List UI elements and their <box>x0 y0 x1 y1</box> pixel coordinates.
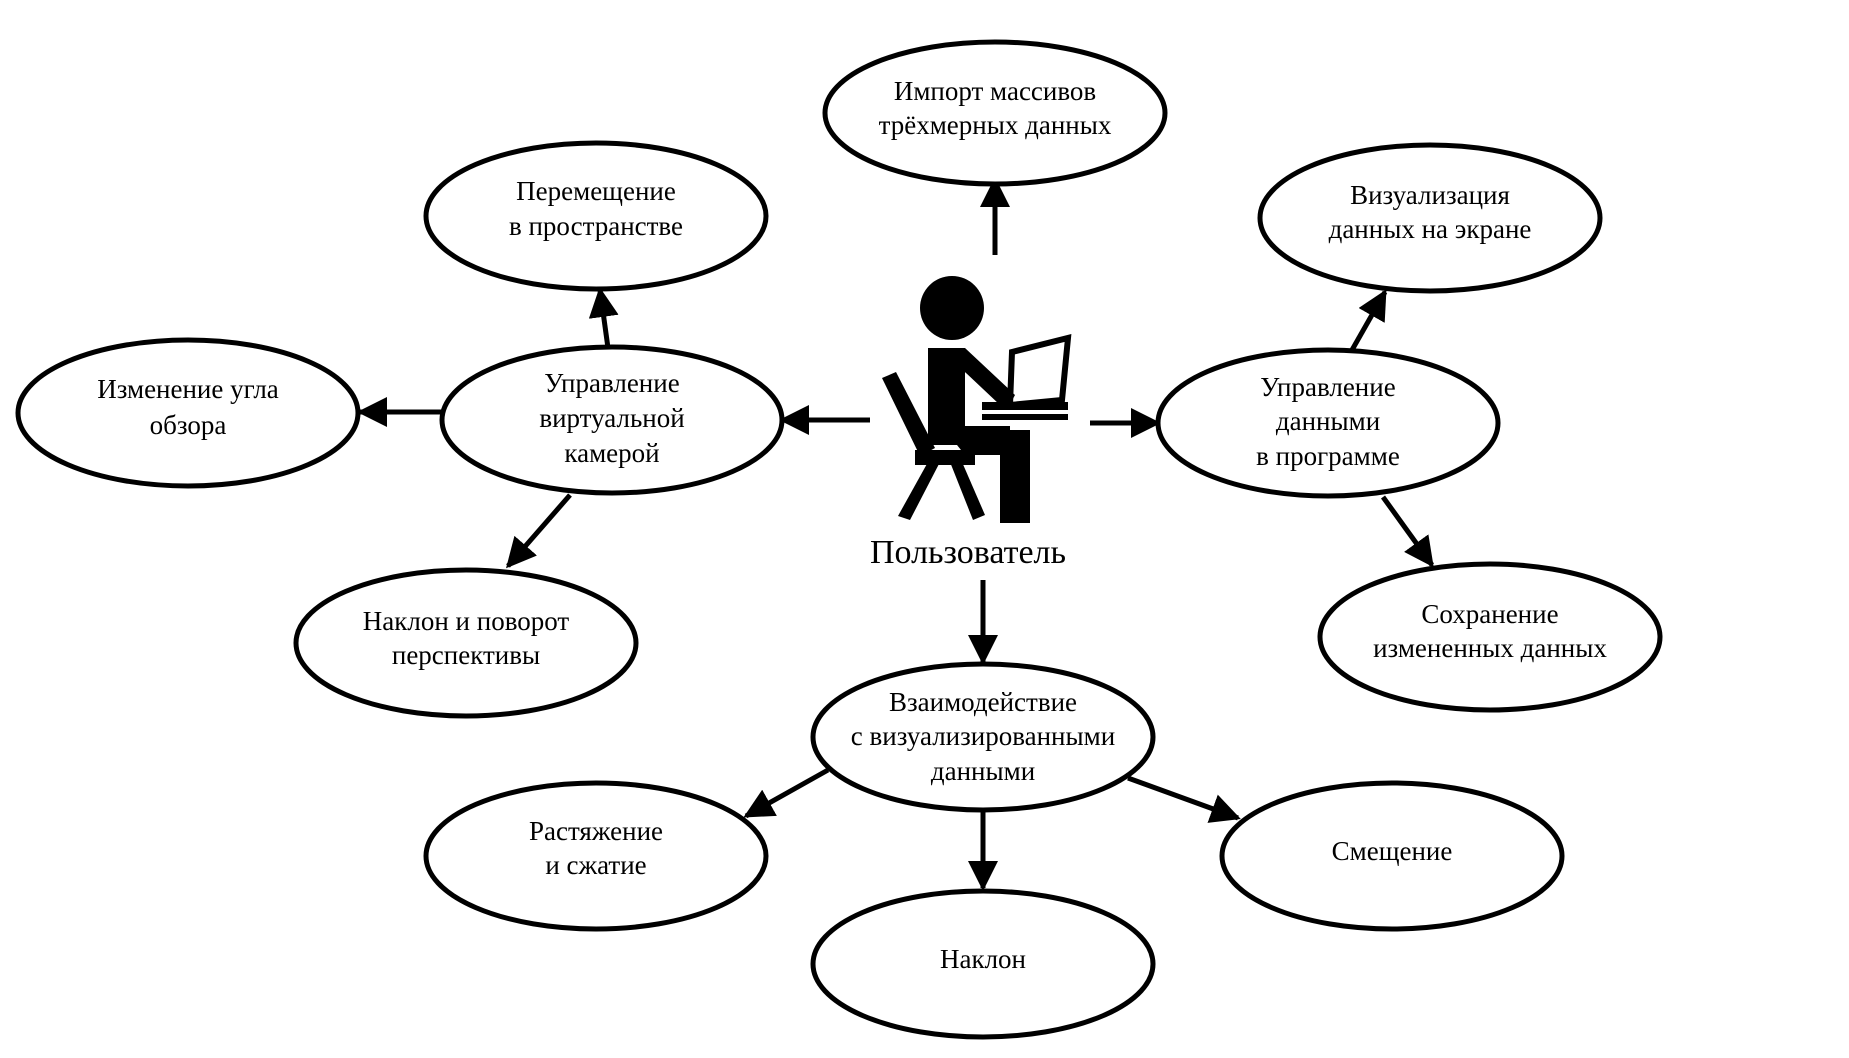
node-camera-control-line-2: виртуальной <box>539 403 684 433</box>
node-import-3d-line-2: трёхмерных данных <box>879 110 1112 140</box>
node-stretch-compress-line-1: Растяжение <box>529 816 663 846</box>
arrow-camera-to-tilt-rotate <box>506 493 572 569</box>
node-tilt-rotate-perspective-line-2: перспективы <box>392 640 540 670</box>
svg-text:виртуальной: виртуальной <box>539 403 684 433</box>
arrow-interaction-to-stretch <box>743 767 830 819</box>
node-visualization-line-1: Визуализация <box>1350 180 1510 210</box>
svg-text:с визуализированными: с визуализированными <box>851 721 1115 751</box>
svg-text:камерой: камерой <box>564 438 659 468</box>
user-at-computer-icon <box>882 276 1072 523</box>
node-change-view-angle-line-2: обзора <box>150 410 227 440</box>
node-data-control-line-3: в программе <box>1256 441 1400 471</box>
svg-text:Управление: Управление <box>544 368 679 398</box>
node-move-in-space-line-2: в пространстве <box>509 211 683 241</box>
node-tilt-rotate-perspective-line-1: Наклон и поворот <box>363 606 570 636</box>
arrow-interaction-to-shift <box>1127 775 1241 823</box>
svg-text:Смещение: Смещение <box>1332 836 1453 866</box>
node-stretch-compress: Растяжение и сжатие <box>423 780 769 932</box>
svg-text:Взаимодействие: Взаимодействие <box>889 687 1077 717</box>
svg-text:Управление: Управление <box>1260 372 1395 402</box>
node-data-control: Управление данными в программе <box>1155 347 1501 499</box>
svg-text:перспективы: перспективы <box>392 640 540 670</box>
node-tilt: Наклон <box>810 888 1156 1040</box>
node-interaction-line-1: Взаимодействие <box>889 687 1077 717</box>
svg-text:Наклон: Наклон <box>940 944 1026 974</box>
svg-text:Перемещение: Перемещение <box>516 176 676 206</box>
svg-text:измененных данных: измененных данных <box>1373 633 1607 663</box>
node-stretch-compress-line-2: и сжатие <box>545 850 646 880</box>
svg-text:в программе: в программе <box>1256 441 1400 471</box>
svg-text:данными: данными <box>931 756 1035 786</box>
svg-text:данных на экране: данных на экране <box>1329 214 1532 244</box>
svg-text:обзора: обзора <box>150 410 227 440</box>
node-tilt-line-1: Наклон <box>940 944 1026 974</box>
node-import-3d-line-1: Импорт массивов <box>894 76 1096 106</box>
node-move-in-space: Перемещение в пространстве <box>423 140 769 292</box>
svg-text:Импорт массивов: Импорт массивов <box>894 76 1096 106</box>
node-save-data: Сохранение измененных данных <box>1317 561 1663 713</box>
node-visualization-line-2: данных на экране <box>1329 214 1532 244</box>
node-save-data-line-2: измененных данных <box>1373 633 1607 663</box>
svg-text:Сохранение: Сохранение <box>1421 599 1558 629</box>
node-camera-control-line-3: камерой <box>564 438 659 468</box>
node-data-control-line-2: данными <box>1276 406 1380 436</box>
arrow-data-to-visualization <box>1349 289 1388 352</box>
arrows <box>357 177 1435 891</box>
node-import-3d: Импорт массивов трёхмерных данных <box>822 39 1168 187</box>
node-shift-line-1: Смещение <box>1332 836 1453 866</box>
node-visualization: Визуализация данных на экране <box>1257 142 1603 294</box>
svg-text:Наклон и поворот: Наклон и поворот <box>363 606 570 636</box>
svg-text:Визуализация: Визуализация <box>1350 180 1510 210</box>
node-change-view-angle: Изменение угла обзора <box>15 337 361 489</box>
node-shift: Смещение <box>1219 780 1565 932</box>
svg-text:и сжатие: и сжатие <box>545 850 646 880</box>
svg-text:Растяжение: Растяжение <box>529 816 663 846</box>
node-move-in-space-line-1: Перемещение <box>516 176 676 206</box>
node-change-view-angle-line-1: Изменение угла <box>97 374 279 404</box>
node-interaction-line-2: с визуализированными <box>851 721 1115 751</box>
node-camera-control-line-1: Управление <box>544 368 679 398</box>
svg-text:в пространстве: в пространстве <box>509 211 683 241</box>
node-camera-control: Управление виртуальной камерой <box>439 344 785 496</box>
user-label: Пользователь <box>870 534 1066 571</box>
arrow-camera-to-move <box>588 287 619 349</box>
node-data-control-line-1: Управление <box>1260 372 1395 402</box>
node-interaction: Взаимодействие с визуализированными данн… <box>810 661 1156 813</box>
node-tilt-rotate-perspective: Наклон и поворот перспективы <box>293 567 639 719</box>
arrow-data-to-save <box>1380 495 1435 568</box>
svg-text:трёхмерных данных: трёхмерных данных <box>879 110 1112 140</box>
node-interaction-line-3: данными <box>931 756 1035 786</box>
svg-text:Изменение угла: Изменение угла <box>97 374 279 404</box>
svg-text:данными: данными <box>1276 406 1380 436</box>
node-save-data-line-1: Сохранение <box>1421 599 1558 629</box>
